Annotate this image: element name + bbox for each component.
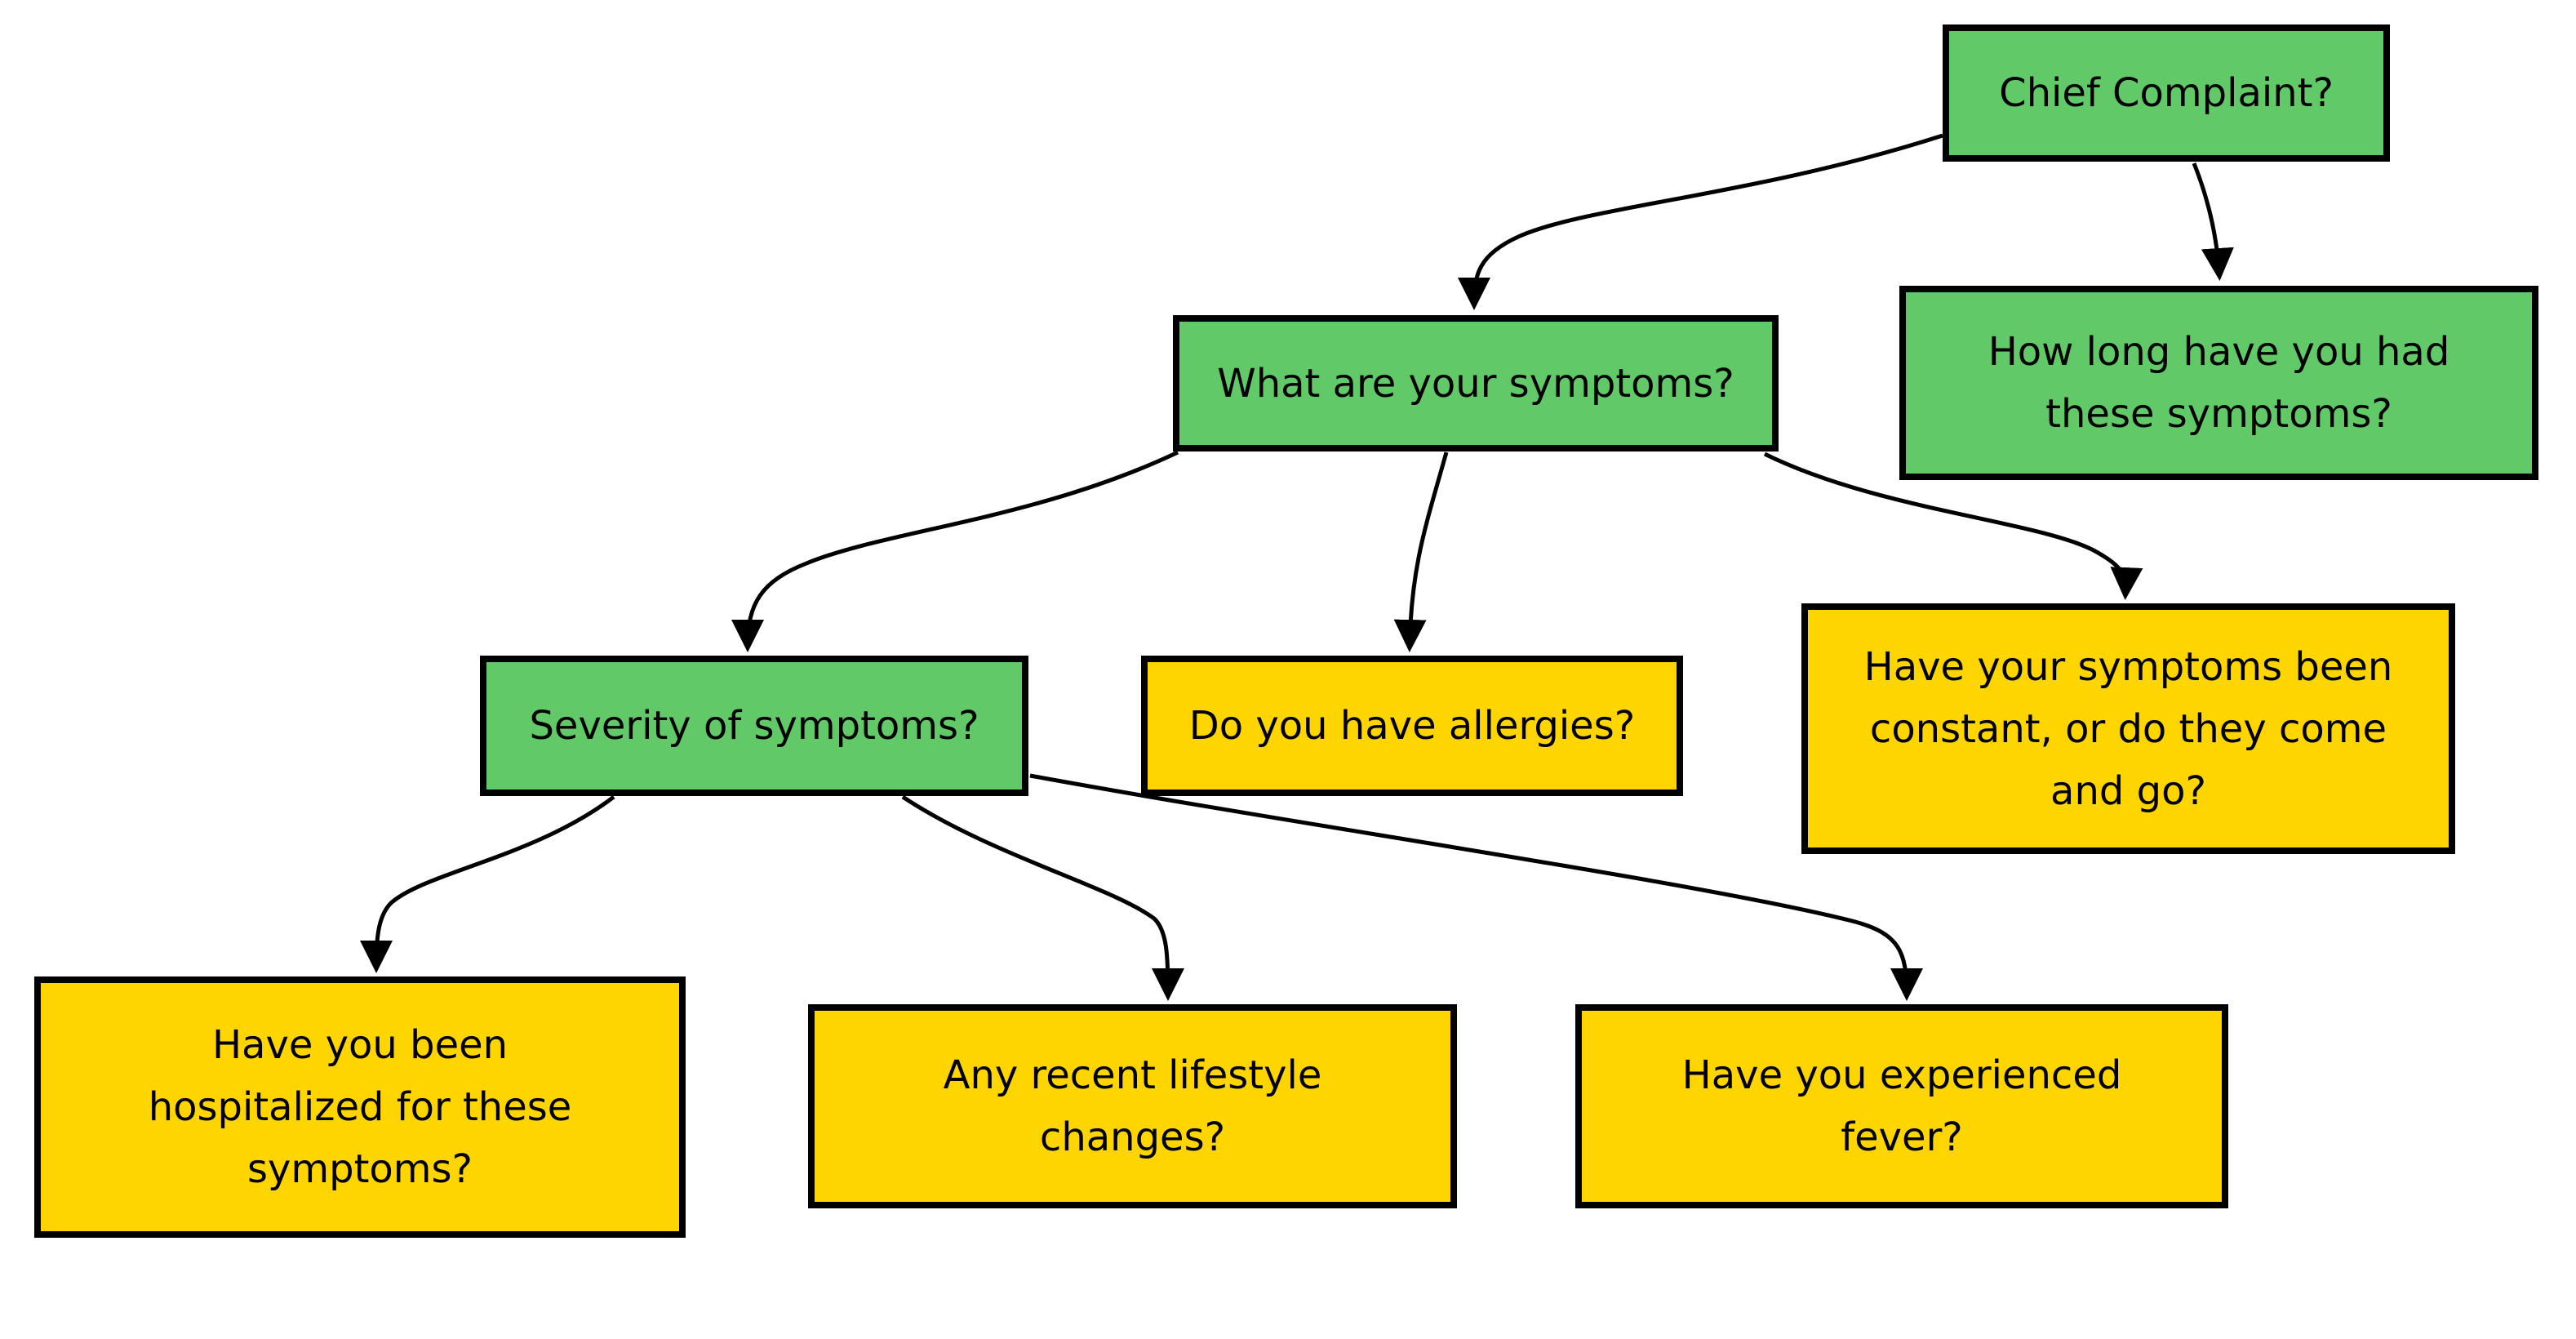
edge-severity-to-lifestyle-changes <box>901 794 1184 1001</box>
node-how-long: How long have you had these symptoms? <box>1899 286 2538 480</box>
edge-what-symptoms-to-constant-or-come-go <box>1763 452 2143 600</box>
edge-chief-complaint-to-how-long <box>2192 162 2234 281</box>
edge-severity-to-hospitalized <box>360 795 615 973</box>
node-experienced-fever-label: Have you experienced fever? <box>1681 1052 2122 1160</box>
edge-severity-to-experienced-fever <box>1029 773 1923 1001</box>
node-severity-label: Severity of symptoms? <box>529 703 979 749</box>
node-what-symptoms-label: What are your symptoms? <box>1217 360 1734 407</box>
node-constant-or-come-go: Have your symptoms been constant, or do … <box>1801 603 2455 854</box>
node-what-symptoms: What are your symptoms? <box>1173 315 1779 452</box>
node-constant-or-come-go-label: Have your symptoms been constant, or do … <box>1863 643 2393 814</box>
node-severity: Severity of symptoms? <box>480 656 1028 796</box>
node-lifestyle-changes: Any recent lifestyle changes? <box>808 1004 1457 1208</box>
node-how-long-label: How long have you had these symptoms? <box>1988 329 2450 437</box>
node-chief-complaint: Chief Complaint? <box>1943 24 2390 162</box>
node-experienced-fever: Have you experienced fever? <box>1575 1004 2228 1208</box>
node-hospitalized: Have you been hospitalized for these sym… <box>34 976 686 1238</box>
node-allergies-label: Do you have allergies? <box>1188 703 1636 749</box>
edge-chief-complaint-to-what-symptoms <box>1458 133 1943 310</box>
node-allergies: Do you have allergies? <box>1141 656 1683 796</box>
node-hospitalized-label: Have you been hospitalized for these sym… <box>148 1022 572 1192</box>
edge-what-symptoms-to-allergies <box>1393 452 1449 652</box>
node-lifestyle-changes-label: Any recent lifestyle changes? <box>943 1052 1322 1160</box>
edge-what-symptoms-to-severity <box>731 450 1179 652</box>
node-chief-complaint-label: Chief Complaint? <box>1999 70 2334 116</box>
